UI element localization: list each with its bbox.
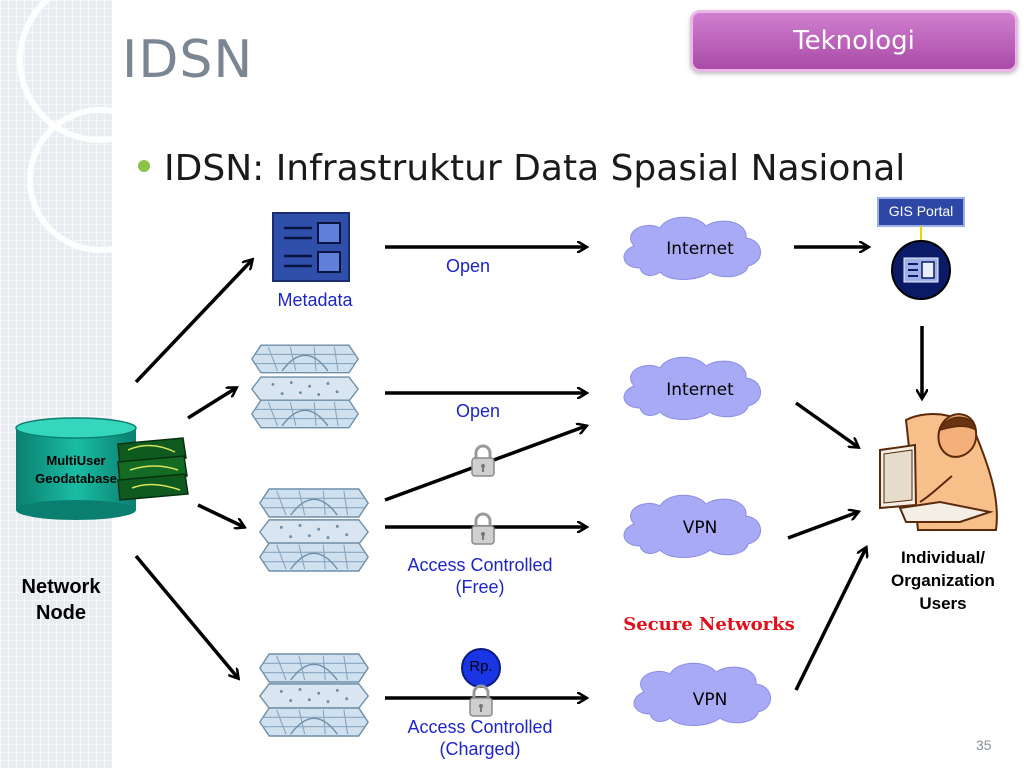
access-free-line2: (Free)	[455, 577, 505, 597]
network-node-line2: Node	[36, 602, 86, 624]
gis-portal-label: GIS Portal	[888, 203, 954, 219]
link-label-open-1: Open	[445, 256, 491, 276]
cloud-internet-1	[623, 216, 761, 280]
category-tag: Teknologi	[690, 10, 1018, 72]
arrow-db-to-layers-3	[134, 554, 238, 678]
database-label-line2: Geodatabase	[35, 471, 117, 486]
link-label-open-2: Open	[455, 401, 501, 421]
metadata-icon	[272, 212, 350, 282]
cloud-label-internet-1: Internet	[666, 239, 734, 259]
padlock-icon-2	[470, 512, 496, 546]
left-decor-band	[0, 0, 183, 768]
link-label-access-charged: Access Controlled (Charged)	[392, 716, 568, 760]
slide-title: IDSN	[122, 30, 254, 90]
cloud-vpn-1	[623, 494, 761, 558]
database-label-line1: MultiUser	[46, 453, 106, 468]
arrow-db-to-layers-2	[197, 503, 244, 527]
user-at-computer-icon	[879, 413, 998, 531]
database-map-sheets-icon	[117, 437, 189, 501]
gis-portal-box	[877, 197, 965, 227]
cloud-internet-2	[623, 356, 761, 420]
network-node-line1: Network	[21, 576, 101, 598]
cloud-label-vpn-1: VPN	[682, 518, 718, 538]
cloud-vpn-2	[633, 662, 771, 726]
network-node-label: Network Node	[14, 574, 108, 626]
access-free-line1: Access Controlled	[407, 555, 553, 575]
bullet-text: IDSN: Infrastruktur Data Spasial Nasiona…	[164, 148, 906, 189]
arrow-db-to-layers-1	[187, 388, 236, 420]
users-label: Individual/ Organization Users	[870, 546, 1016, 615]
padlock-icon-1	[470, 444, 496, 478]
arrow-vpn-to-users	[787, 512, 858, 540]
map-layers-icon-1	[251, 344, 359, 429]
users-label-line1: Individual/	[900, 548, 986, 567]
users-label-line2: Organization	[891, 571, 995, 590]
gis-portal-globe-icon	[891, 240, 951, 300]
page-number: 35	[976, 737, 992, 753]
cloud-label-vpn-2: VPN	[692, 690, 728, 710]
arrow-vpn2-to-users	[794, 548, 866, 691]
bullet-dot-icon	[138, 160, 150, 172]
arrow-db-to-metadata	[134, 260, 252, 384]
link-label-access-free: Access Controlled (Free)	[392, 554, 568, 598]
map-layers-icon-3	[259, 653, 369, 737]
secure-networks-label: Secure Networks	[623, 614, 795, 635]
arrow-internet-to-users	[794, 401, 858, 447]
users-label-line3: Users	[919, 594, 967, 613]
padlock-icon-3	[468, 684, 494, 718]
map-layers-icon-2	[259, 488, 369, 572]
access-charged-line2: (Charged)	[439, 739, 521, 759]
access-charged-line1: Access Controlled	[407, 717, 553, 737]
cloud-label-internet-2: Internet	[666, 380, 734, 400]
bullet-item: IDSN: Infrastruktur Data Spasial Nasiona…	[138, 148, 905, 189]
rp-coin-label: Rp.	[469, 658, 493, 675]
database-cylinder-icon	[15, 417, 137, 520]
metadata-label: Metadata	[277, 290, 353, 310]
database-label: MultiUser Geodatabase	[16, 452, 136, 488]
